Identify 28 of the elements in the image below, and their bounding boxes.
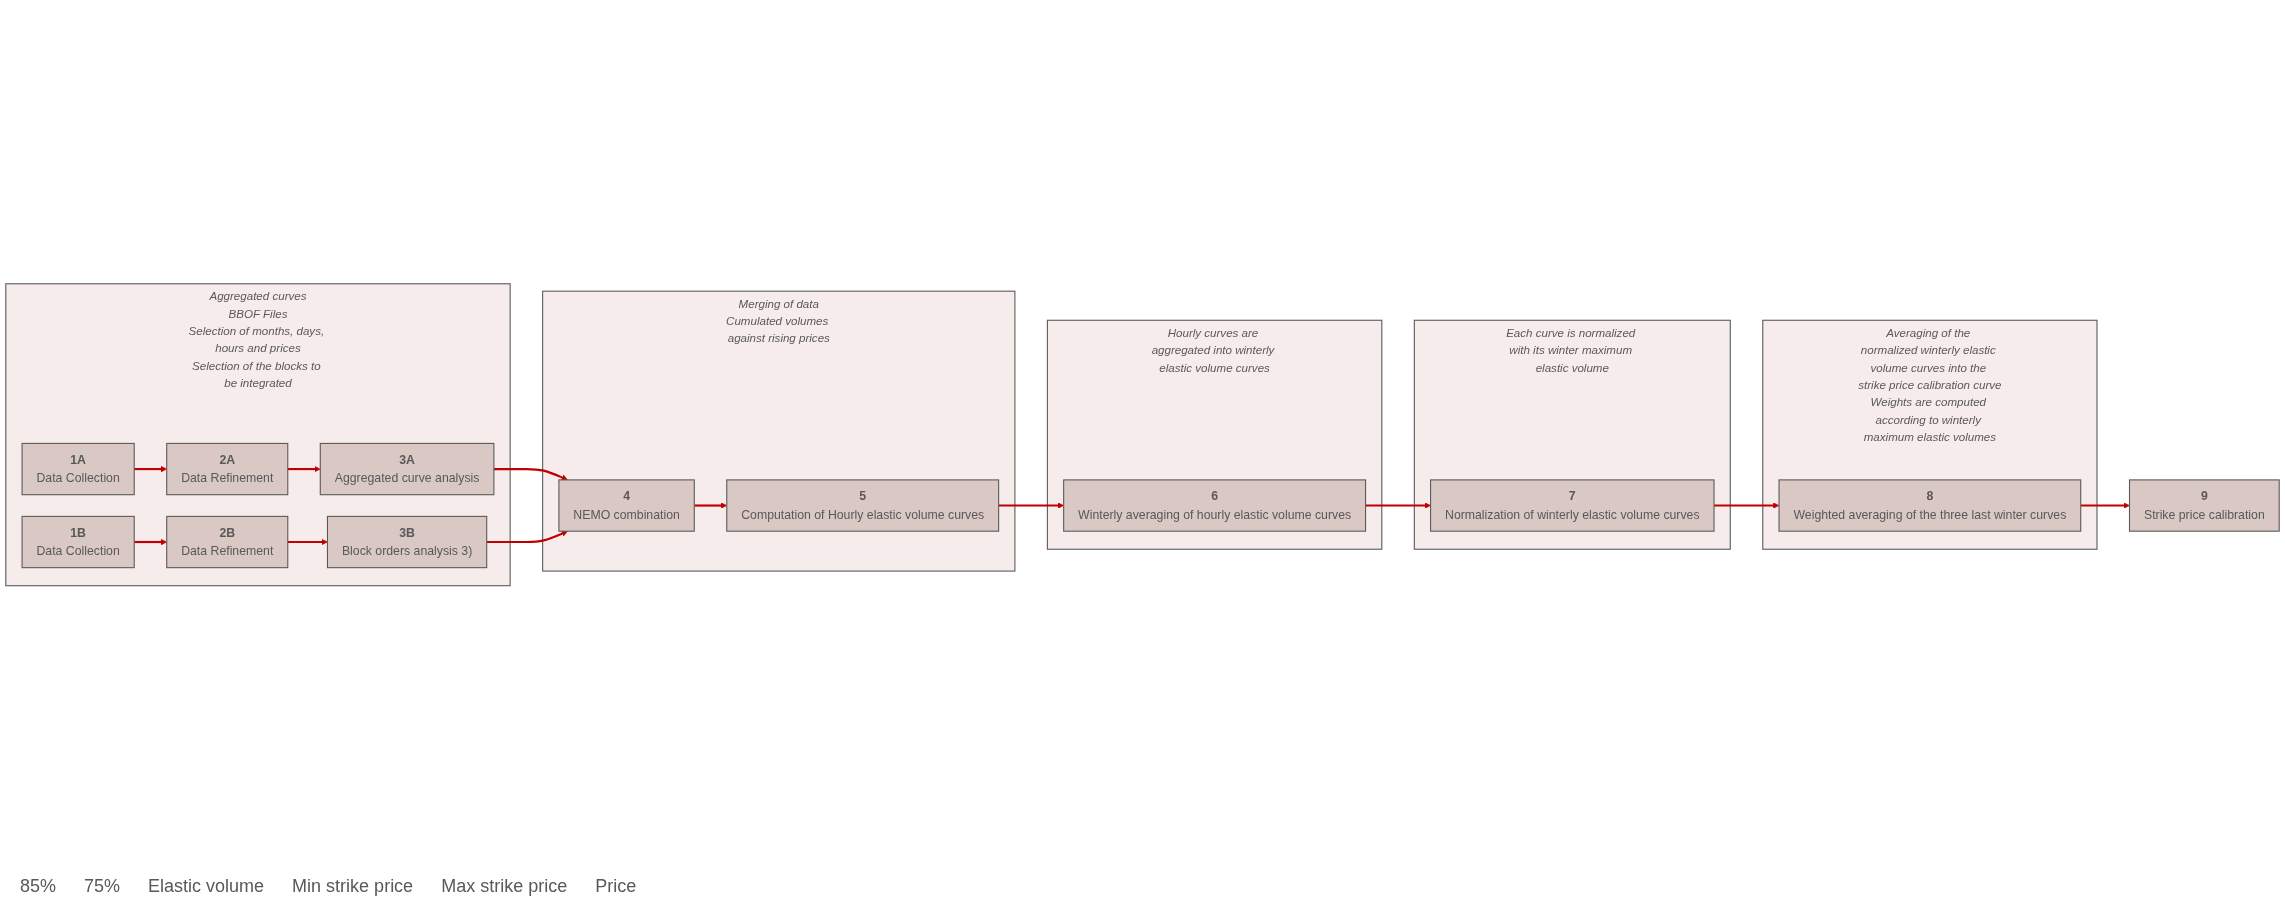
arrow — [134, 466, 167, 473]
node-box: 4 NEMO combination — [558, 479, 695, 532]
node-box: 5 Computation of Hourly elastic volume curves — [726, 479, 1000, 532]
chart-annotation: 85% — [20, 876, 57, 897]
node-box: 3B Block orders analysis 3) — [326, 516, 488, 569]
arrow — [493, 468, 568, 481]
chart-annotation: Max strike price — [441, 876, 568, 897]
node-box: 1A Data Collection — [21, 443, 135, 496]
arrow — [134, 539, 167, 546]
chart-annotation: Elastic volume — [148, 876, 265, 897]
arrow — [998, 502, 1064, 509]
chart-annotation: 75% — [84, 876, 121, 897]
node-box: 8 Weighted averaging of the three last winter curves — [1778, 479, 2082, 532]
chart-annotation: Price — [595, 876, 637, 897]
arrow — [1365, 502, 1431, 509]
arrow — [287, 466, 321, 473]
node-box: 9 Strike price calibration — [2128, 479, 2280, 532]
arrow — [1714, 502, 1780, 509]
arrow — [287, 539, 328, 546]
node-box: 3A Aggregated curve analysis — [319, 443, 495, 496]
node-box: 6 Winterly averaging of hourly elastic volume curves — [1063, 479, 1367, 532]
arrow — [486, 530, 568, 544]
node-box: 1B Data Collection — [21, 516, 135, 569]
node-box: 2A Data Refinement — [166, 443, 289, 496]
node-box: 2B Data Refinement — [166, 516, 289, 569]
arrow — [2080, 502, 2130, 509]
node-box: 7 Normalization of winterly elastic volume curves — [1430, 479, 1715, 532]
chart-annotation: Min strike price — [292, 876, 414, 897]
